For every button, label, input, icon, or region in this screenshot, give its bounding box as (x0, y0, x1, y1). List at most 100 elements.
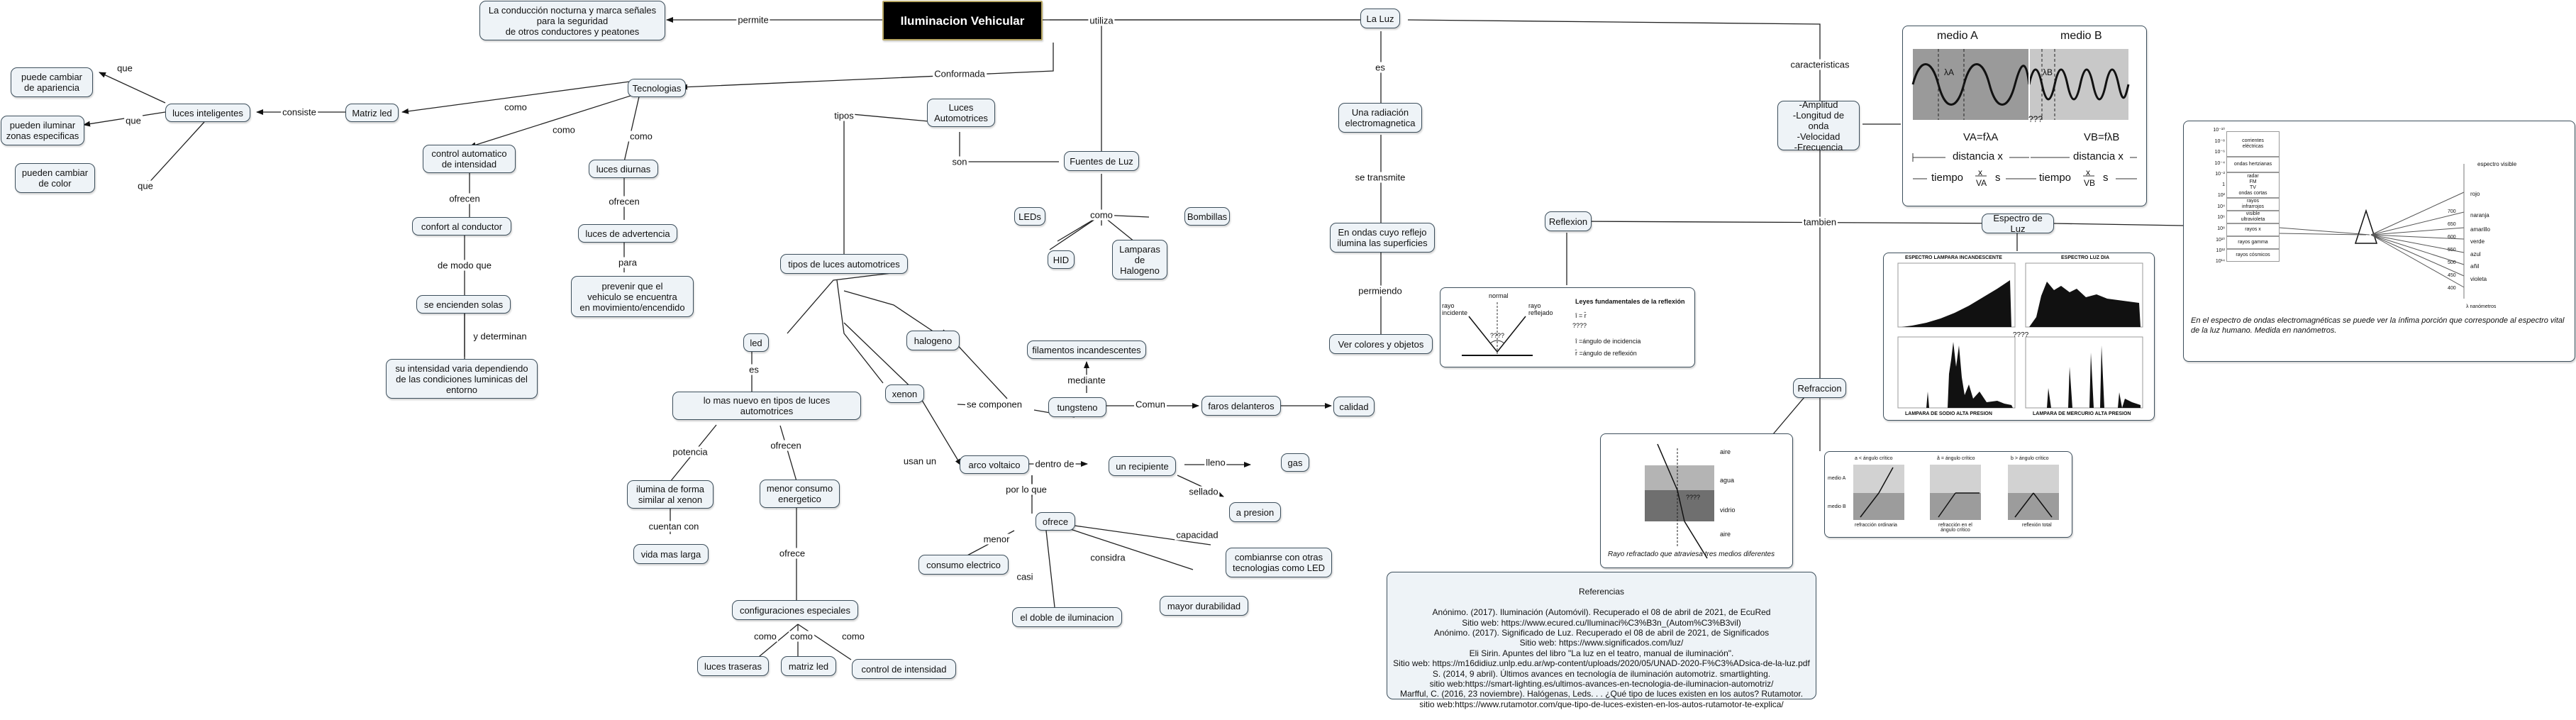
label-y-determinan: y determinan (472, 331, 528, 342)
em-color: verde (2470, 238, 2485, 245)
refr2-c1: refracción ordinaria (1855, 523, 1897, 528)
node-vida: vida mas larga (633, 544, 709, 564)
label-menor: menor (982, 533, 1011, 545)
node-menor-consumo: menor consumo energetico (760, 480, 840, 508)
label-consiste: consiste (281, 106, 318, 118)
label-ofrecen-2: ofrecen (607, 196, 641, 207)
refraccion-panel-2: a < ángulo crítico â = ángulo crítico b … (1824, 451, 2072, 538)
em-nm-tick: 450 (2448, 273, 2456, 278)
node-control-intensidad: control de intensidad (852, 659, 956, 679)
node-halogeno: halogeno (906, 331, 960, 350)
node-diurnas: luces diurnas (589, 160, 658, 178)
node-advertencia: luces de advertencia (578, 224, 677, 243)
reference-line: Sitio web: https://www.significados.com/… (1519, 638, 1684, 648)
label-tipos: tipos (833, 110, 855, 121)
em-prism (2279, 164, 2465, 299)
node-ondas: En ondas cuyo reflejo ilumina las superf… (1330, 223, 1435, 253)
refr2-h3: b > ángulo crítico (2011, 456, 2049, 461)
references-title: Referencias (1578, 587, 1625, 597)
em-color: espectro visible (2477, 161, 2517, 167)
reference-line: S. (2014, 9 abril). Últimos avances en t… (1432, 668, 1771, 679)
label-caracteristicas: caracteristicas (1789, 59, 1851, 70)
em-exponent: 10⁻⁴ (2214, 160, 2226, 166)
reflexion-incidente: rayo incidente (1442, 302, 1468, 316)
label-capacidad: capacidad (1175, 529, 1220, 541)
em-color: amarillo (2470, 226, 2491, 233)
node-ofrece: ofrece (1036, 512, 1075, 531)
label-que-1: que (116, 62, 134, 74)
wave-formula-a: VA=fλA (1963, 131, 1999, 143)
node-led: led (743, 333, 769, 352)
espectro-t3: LAMPARA DE SODIO ALTA PRESION (1905, 411, 1992, 416)
reflexion-ley-i: î =ángulo de incidencia (1575, 338, 1641, 345)
label-como-1: como (503, 101, 528, 113)
wave-vb: VB (2084, 178, 2096, 188)
label-se-transmite: se transmite (1353, 172, 1407, 183)
node-la-luz: La Luz (1360, 9, 1400, 28)
node-ilumina-xenon: ilumina de forma similar al xenon (627, 480, 714, 509)
refr2-medio-b: medio B (1828, 504, 1846, 509)
wave-lambda-b: λB (2043, 67, 2053, 77)
node-espectro: Espectro de Luz (1982, 213, 2054, 234)
node-radiacion: Una radiación electromagnetica (1338, 103, 1422, 133)
refr2-h2: â = ángulo crítico (1937, 456, 1975, 461)
node-combinarse: combianrse con otras tecnologias como LE… (1226, 548, 1332, 577)
label-como-3: como (628, 131, 654, 142)
espectro-unknown: ???? (2013, 331, 2029, 339)
node-faros: faros delanteros (1201, 396, 1281, 416)
label-permite: permite (736, 14, 770, 26)
node-bombillas: Bombillas (1184, 207, 1230, 226)
node-zonas: pueden iluminar zonas especificas (1, 116, 84, 145)
node-hid: HID (1048, 250, 1075, 269)
node-matriz-led: Matriz led (345, 104, 399, 122)
wave-distancia-b: distancia x (2073, 150, 2123, 162)
label-comun: Comun (1134, 399, 1167, 410)
node-filamentos: filamentos incandescentes (1027, 340, 1146, 359)
em-exponent: 10¹⁰ (2216, 238, 2225, 243)
reflexion-leyes: Leyes fundamentales de la reflexión (1575, 298, 1685, 305)
label-usan-un: usan un (901, 455, 938, 467)
wave-s-a: s (1995, 172, 2001, 184)
refraccion-graphic-1 (1645, 443, 1714, 559)
em-color: añil (2470, 263, 2480, 270)
wave-panel: medio A medio B λA λB ??? VA=fλA VB=fλB … (1902, 26, 2147, 206)
em-nm-tick: 700 (2448, 209, 2456, 214)
refr1-caption: Rayo refractado que atraviesa tres medio… (1608, 550, 1775, 558)
em-exponent: 10⁻¹⁰ (2213, 128, 2225, 133)
reference-line: Marfful, C. (2016, 23 noviembre). Halóge… (1399, 689, 1804, 699)
em-band: corrientes eléctricas (2226, 131, 2280, 157)
refr2-c3: reflexión total (2022, 523, 2052, 528)
node-presion: a presion (1229, 502, 1281, 522)
node-luces-inteligentes: luces inteligentes (165, 104, 250, 122)
wave-s-b: s (2103, 172, 2109, 184)
em-band: visible ultravioleta (2226, 211, 2280, 223)
refr1-agua: agua (1720, 477, 1735, 484)
reference-line: sitio web:https://www.rutamotor.com/que-… (1419, 699, 1784, 709)
wave-medio-b: medio B (2060, 30, 2102, 42)
node-fuentes-luz: Fuentes de Luz (1064, 151, 1139, 171)
wave-formula-b: VB=fλB (2084, 131, 2120, 143)
reflexion-graphic (1462, 302, 1533, 356)
label-permiendo: permiendo (1357, 285, 1404, 297)
node-luces-automotrices: Luces Automotrices (927, 99, 995, 127)
wave-tiempo-b: tiempo (2039, 172, 2072, 184)
em-exponent: 1 (2222, 182, 2225, 187)
em-color: violeta (2470, 276, 2487, 282)
node-leds: LEDs (1014, 207, 1045, 226)
reflexion-reflejado: rayo reflejado (1528, 302, 1553, 316)
em-exponent: 10⁻² (2215, 172, 2225, 177)
em-exponent: 10⁻⁶ (2214, 150, 2225, 155)
node-calidad: calidad (1333, 397, 1375, 416)
em-band: rayos infrarrojos (2226, 198, 2280, 211)
node-solas: se encienden solas (416, 295, 511, 314)
label-sellado: sellado (1187, 486, 1220, 497)
node-doble: el doble de iluminacion (1012, 607, 1122, 627)
main-title: Iluminacion Vehicular (882, 1, 1043, 40)
node-confort: confort al conductor (412, 217, 511, 236)
node-control-auto: control automatico de intensidad (423, 145, 516, 173)
refr1-unknown: ???? (1686, 494, 1701, 501)
label-ofrecen-1: ofrecen (448, 193, 482, 204)
espectro-t2: ESPECTRO LUZ DIA (2061, 255, 2110, 260)
